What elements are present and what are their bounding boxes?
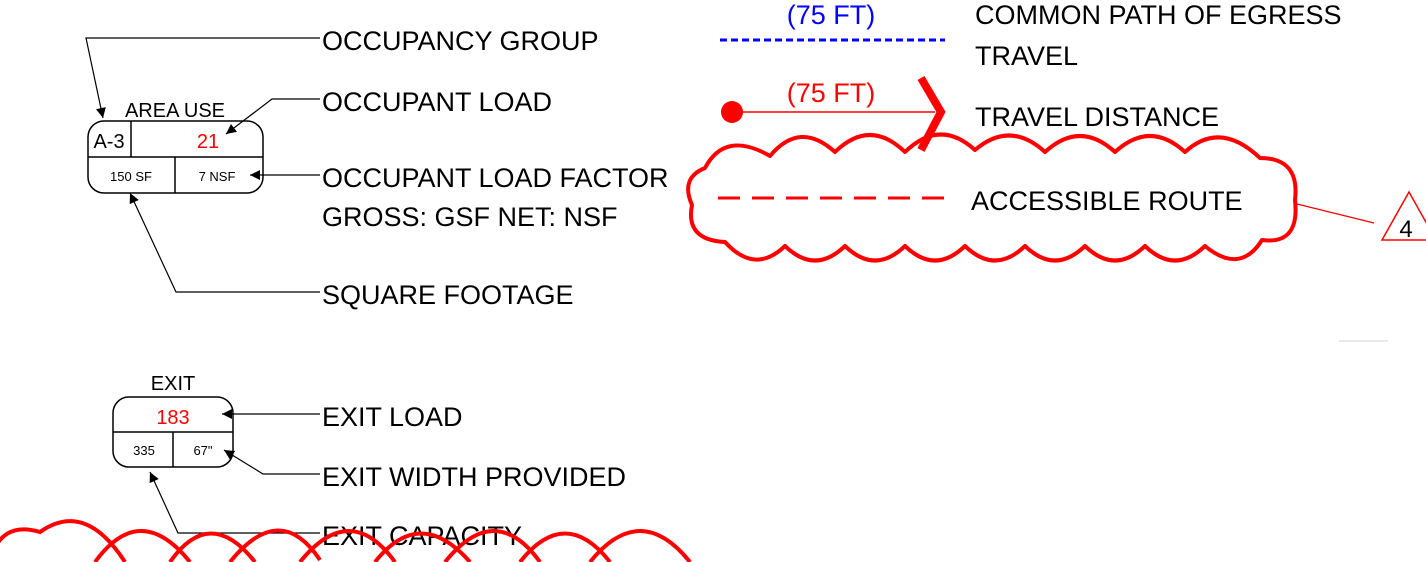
- exit-load-value: 183: [156, 407, 189, 429]
- occupant-load-value: 21: [197, 131, 219, 153]
- common-path-distance: (75 FT): [787, 0, 876, 30]
- occupant-load-label: OCCUPANT LOAD: [322, 87, 552, 117]
- common-path-label-2: TRAVEL: [975, 41, 1078, 71]
- travel-distance-value: (75 FT): [787, 78, 876, 108]
- exit-width-label: EXIT WIDTH PROVIDED: [322, 462, 626, 492]
- exit-leaders: [149, 409, 320, 534]
- revision-leader: [1296, 203, 1375, 224]
- revision-delta: 4: [1296, 190, 1426, 243]
- accessible-route-label: ACCESSIBLE ROUTE: [971, 186, 1243, 216]
- occupancy-group-label: OCCUPANCY GROUP: [322, 26, 599, 56]
- occupant-load-leader: [225, 98, 320, 135]
- area-use-title: AREA USE: [125, 100, 225, 122]
- square-footage-value: 150 SF: [110, 169, 152, 184]
- square-footage-leader: [129, 192, 320, 293]
- exit-width-leader: [223, 449, 320, 475]
- area-use-tag: AREA USE A-3 21 150 SF 7 NSF: [87, 100, 264, 194]
- load-factor-label: OCCUPANT LOAD FACTOR: [322, 163, 669, 193]
- revision-cloud-bottom: [0, 519, 692, 562]
- exit-tag: EXIT 183 335 67": [112, 373, 234, 468]
- revision-cloud: [686, 132, 1298, 263]
- occupancy-group-value: A-3: [93, 131, 124, 153]
- common-path-label-1: COMMON PATH OF EGRESS: [975, 0, 1342, 30]
- exit-capacity-value: 335: [133, 443, 155, 458]
- travel-distance-label: TRAVEL DISTANCE: [975, 102, 1219, 132]
- exit-title: EXIT: [151, 373, 195, 395]
- exit-capacity-leader: [149, 471, 320, 534]
- exit-load-label: EXIT LOAD: [322, 402, 463, 432]
- accessible-route-legend: ACCESSIBLE ROUTE: [718, 186, 1243, 216]
- load-factor-value: 7 NSF: [199, 169, 236, 184]
- exit-capacity-label: EXIT CAPACITY: [322, 521, 522, 551]
- revision-triangle-icon: [1380, 190, 1426, 241]
- area-use-leaders: [85, 37, 320, 293]
- square-footage-label: SQUARE FOOTAGE: [322, 280, 574, 310]
- occupancy-group-leader: [85, 37, 320, 119]
- common-path-legend: (75 FT) COMMON PATH OF EGRESS TRAVEL: [720, 0, 1342, 71]
- load-factor-note: GROSS: GSF NET: NSF: [322, 202, 618, 232]
- exit-width-value: 67": [193, 443, 212, 458]
- revision-number: 4: [1399, 216, 1412, 243]
